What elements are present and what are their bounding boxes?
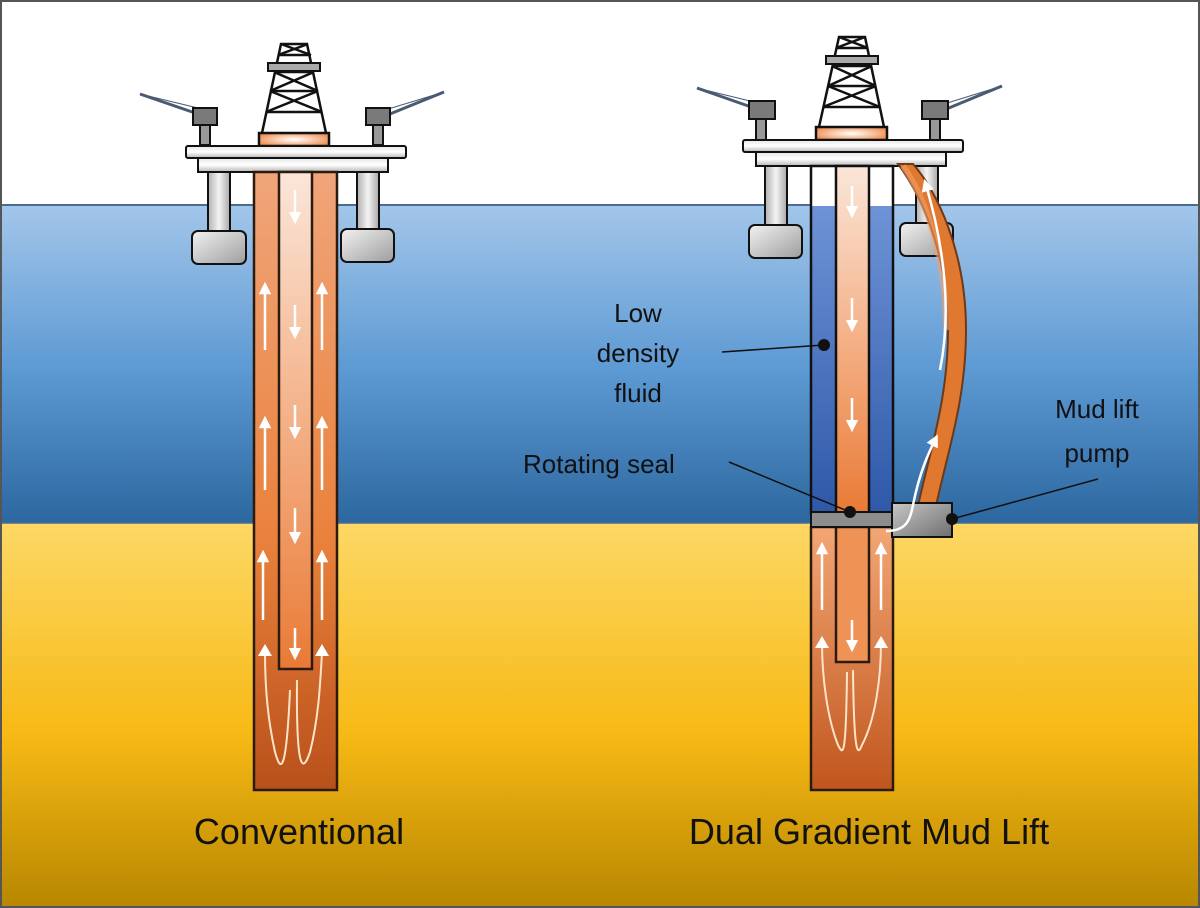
pontoon-left [748, 224, 803, 259]
crane-right [365, 90, 445, 146]
seabed [0, 523, 1200, 908]
pontoon-right [340, 228, 395, 263]
dual-flow-arrows [815, 186, 888, 653]
deck-bottom [755, 151, 947, 167]
deck-top [742, 139, 964, 153]
callout-mud-lift-pump: Mud lift pump [946, 394, 1140, 525]
return-line-flow [885, 179, 948, 533]
conventional-bottom-circulation [264, 651, 323, 766]
label-rotating-seal: Rotating seal [523, 449, 675, 479]
callout-rotating-seal: Rotating seal [523, 449, 856, 518]
conventional-arrowheads-bottom [258, 644, 329, 656]
label-pump: pump [1064, 438, 1129, 468]
dual-arrowheads-bottom [815, 636, 888, 648]
label-density: density [597, 338, 679, 368]
title-conventional: Conventional [194, 811, 404, 852]
conventional-drill-pipe [277, 170, 314, 671]
derrick [257, 42, 331, 148]
callout-low-density-fluid: Low density fluid [597, 298, 830, 408]
conventional-rig [139, 42, 445, 792]
mud-lift-pump [891, 502, 953, 538]
title-dual-gradient: Dual Gradient Mud Lift [689, 811, 1049, 852]
dual-bottom-circulation [821, 641, 882, 752]
crane-right [921, 84, 1003, 141]
sky [0, 0, 1200, 205]
label-low: Low [614, 298, 662, 328]
leg-right [356, 171, 380, 233]
conventional-flow-arrows [256, 190, 329, 661]
crane-left [139, 92, 218, 146]
deck-top [185, 145, 407, 159]
deck-bottom [197, 157, 389, 173]
crane-left [696, 86, 776, 141]
leg-left [207, 171, 231, 235]
riser-drill-pipe [834, 164, 871, 515]
label-fluid: fluid [614, 378, 662, 408]
dual-gradient-rig [696, 35, 1003, 792]
derrick [814, 35, 889, 142]
pontoon-left [191, 230, 247, 265]
label-mud-lift: Mud lift [1055, 394, 1140, 424]
leg-left [764, 165, 788, 229]
